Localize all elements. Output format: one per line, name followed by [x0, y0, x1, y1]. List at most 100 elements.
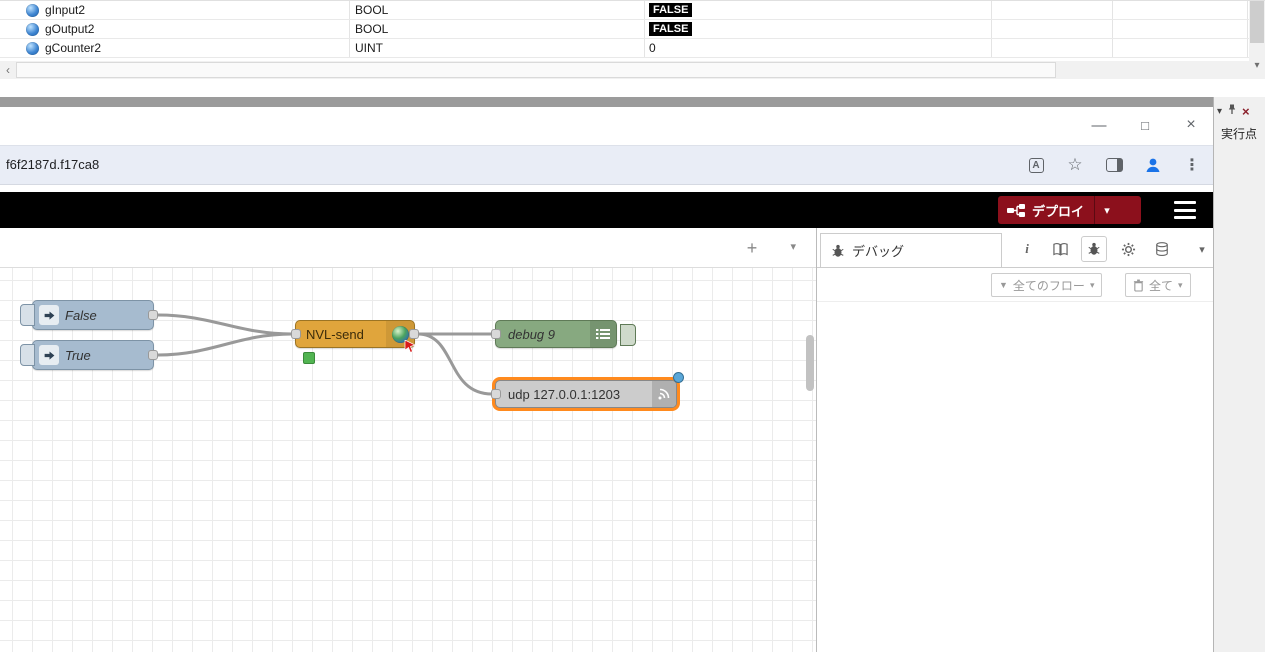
flow-canvas[interactable]: False True NVL-send [0, 268, 816, 652]
variable-type: BOOL [355, 3, 389, 17]
wires [157, 313, 493, 396]
bug-icon [832, 244, 844, 257]
database-icon [1156, 241, 1168, 256]
empty-cell [992, 1, 1113, 19]
profile-icon[interactable] [1142, 154, 1164, 176]
output-port[interactable] [409, 329, 419, 339]
vertical-scrollbar[interactable]: ▾ [1249, 1, 1265, 79]
selection-handle[interactable] [673, 372, 684, 383]
clear-all-button[interactable]: 全て ▾ [1125, 273, 1191, 297]
sidebar-tabbar: デバッグ i [817, 228, 1213, 268]
value-badge: FALSE [649, 22, 693, 36]
inject-arrow-icon [39, 345, 59, 365]
flow-tabbar: + ▾ [0, 228, 816, 268]
address-bar[interactable]: f6f2187d.f17ca8 A ☆ ⋮ [0, 145, 1213, 185]
table-row[interactable]: gOutput2 BOOL FALSE [0, 20, 1265, 39]
config-tab-icon[interactable] [1115, 236, 1141, 262]
filter-flows-label: 全てのフロー [1012, 278, 1085, 293]
bookmark-star-icon[interactable]: ☆ [1067, 155, 1083, 174]
gear-icon [1121, 242, 1135, 256]
side-panel-icon[interactable] [1103, 154, 1125, 176]
variable-type-cell: UINT [350, 39, 645, 57]
inject-node-false[interactable]: False [20, 300, 158, 330]
debug-enable-toggle[interactable] [620, 324, 636, 346]
translate-icon[interactable]: A [1025, 154, 1047, 176]
panel-title: 実行点 [1221, 127, 1258, 141]
pin-icon[interactable] [1227, 102, 1237, 120]
caret-down-icon: ▾ [1089, 279, 1095, 290]
clear-all-label: 全て [1149, 278, 1174, 293]
horizontal-scrollbar[interactable]: ‹ [0, 61, 1249, 79]
sidebar-menu-caret-icon[interactable]: ▾ [1199, 243, 1205, 256]
debug-tab-icon[interactable] [1081, 236, 1107, 262]
maximize-button[interactable]: □ [1141, 117, 1149, 133]
plc-watch-window: gInput2 BOOL FALSE gOutput2 BOOL FALSE g… [0, 0, 1265, 97]
node-status-indicator [303, 352, 315, 364]
trash-icon [1133, 279, 1144, 292]
udp-out-node[interactable]: udp 127.0.0.1:1203 [491, 372, 684, 408]
table-row[interactable]: gCounter2 UINT 0 [0, 39, 1265, 58]
variable-name: gCounter2 [45, 41, 102, 55]
node-label: True [65, 347, 91, 363]
close-button[interactable]: × [1186, 116, 1196, 133]
variable-value-cell: FALSE [645, 1, 992, 19]
broadcast-icon [658, 388, 670, 400]
inject-arrow-icon [39, 305, 59, 325]
scroll-down-arrow[interactable]: ▾ [1254, 59, 1260, 71]
vertical-scroll-thumb[interactable] [1250, 1, 1264, 43]
nodered-main: + ▾ False [0, 228, 1213, 652]
page-top-gap [0, 185, 1213, 192]
variable-name-cell: gOutput2 [0, 20, 350, 38]
deploy-caret-icon[interactable]: ▾ [1104, 204, 1110, 217]
inject-node-true[interactable]: True [20, 340, 158, 370]
debug-list-icon [596, 329, 610, 339]
output-port[interactable] [148, 310, 158, 320]
deploy-label: デプロイ [1032, 203, 1085, 219]
panel-close-icon[interactable]: × [1242, 103, 1250, 119]
debug-filterbar: ▼ 全てのフロー ▾ 全て ▾ [817, 268, 1213, 302]
main-menu-icon[interactable] [1174, 201, 1196, 219]
variable-type: BOOL [355, 22, 389, 36]
scroll-left-arrow[interactable]: ‹ [6, 63, 10, 77]
address-bar-icons: A ☆ ⋮ [1025, 146, 1203, 184]
input-port[interactable] [491, 329, 501, 339]
help-tab-icon[interactable] [1047, 236, 1073, 262]
node-label: udp 127.0.0.1:1203 [508, 386, 621, 402]
panel-caret-icon[interactable]: ▾ [1217, 105, 1223, 117]
flow-list-caret-icon[interactable]: ▾ [790, 241, 796, 253]
input-port[interactable] [491, 389, 501, 399]
nvl-send-node[interactable]: NVL-send [291, 320, 419, 353]
node-icon-strip [386, 321, 416, 353]
tab-debug[interactable]: デバッグ [820, 233, 1002, 267]
bug-icon [1088, 242, 1100, 255]
panel-controls: ▾ × [1217, 102, 1250, 120]
node-icon-strip [652, 381, 676, 407]
flow-region: + ▾ False [0, 228, 816, 652]
browser-menu-icon[interactable]: ⋮ [1184, 157, 1200, 174]
input-port[interactable] [291, 329, 301, 339]
filter-flows-button[interactable]: ▼ 全てのフロー ▾ [991, 273, 1103, 297]
inject-trigger-button[interactable] [20, 304, 35, 326]
variable-type-cell: BOOL [350, 1, 645, 19]
browser-window: — □ × f6f2187d.f17ca8 A ☆ ⋮ [0, 107, 1213, 652]
inject-trigger-button[interactable] [20, 344, 35, 366]
canvas-scroll-thumb[interactable] [806, 335, 814, 391]
global-variable-icon [26, 41, 39, 55]
table-row[interactable]: gInput2 BOOL FALSE [0, 1, 1265, 20]
minimize-button[interactable]: — [1091, 116, 1107, 134]
horizontal-scroll-thumb[interactable] [16, 62, 1056, 78]
output-port[interactable] [148, 350, 158, 360]
add-flow-button[interactable]: + [746, 237, 758, 258]
debug-node[interactable]: debug 9 [491, 320, 636, 348]
context-tab-icon[interactable] [1149, 236, 1175, 262]
url-text[interactable]: f6f2187d.f17ca8 [6, 157, 100, 172]
browser-titlebar: — □ × [0, 107, 1213, 145]
variable-type: UINT [355, 41, 383, 55]
info-tab-icon[interactable]: i [1025, 241, 1029, 256]
globe-icon [391, 325, 409, 343]
global-variable-icon [26, 3, 39, 17]
book-icon [1052, 243, 1068, 256]
deploy-button[interactable]: デプロイ ▾ [998, 196, 1141, 224]
debug-messages-panel [817, 302, 1213, 652]
